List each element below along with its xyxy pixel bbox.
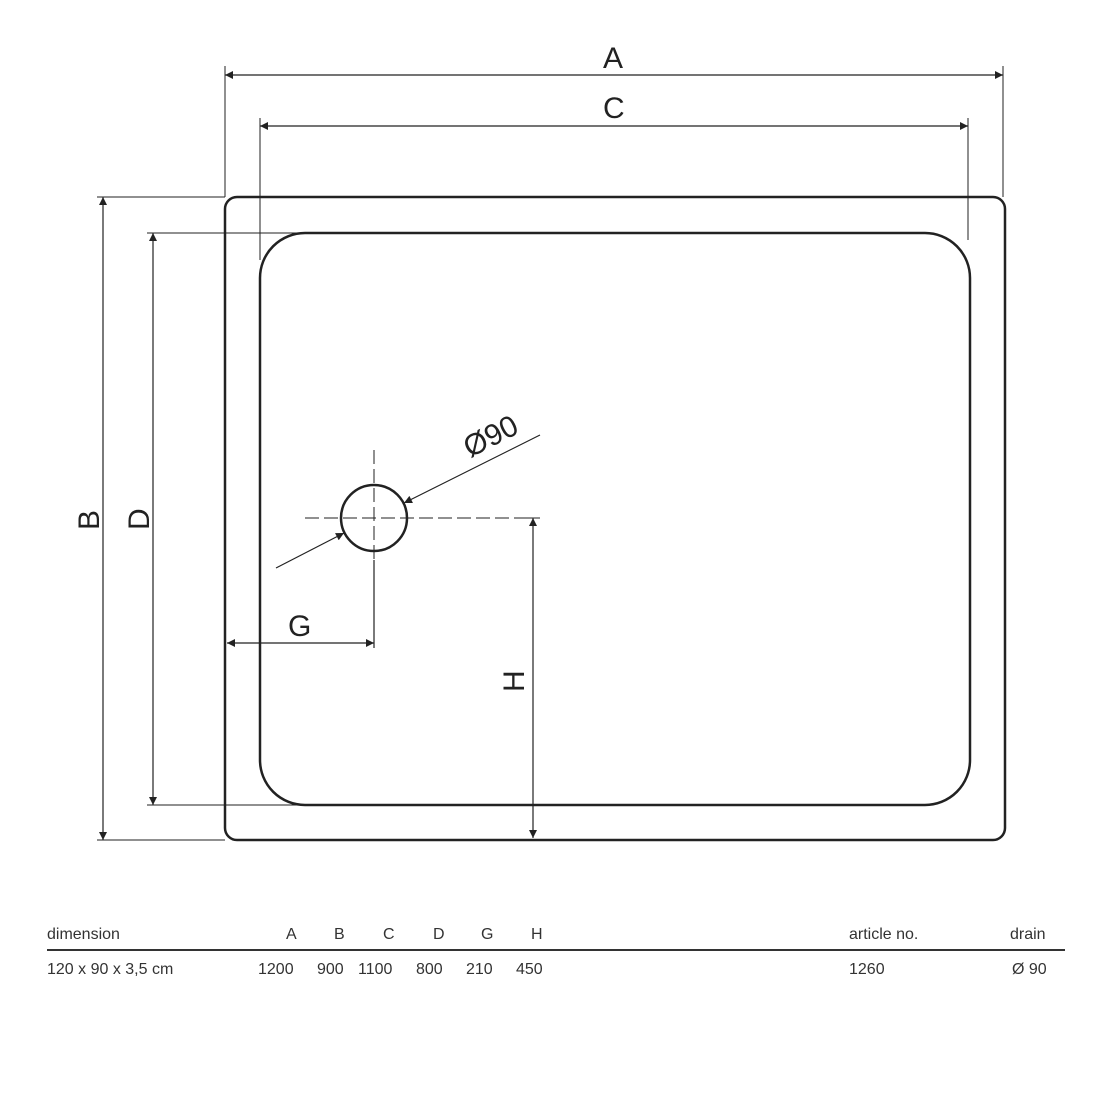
header-d: D — [433, 926, 445, 943]
tray-outer-outline — [223, 195, 1007, 842]
diameter-leader — [275, 532, 345, 569]
header-h: H — [531, 926, 543, 943]
value-drain: Ø 90 — [1012, 961, 1047, 978]
header-a: A — [286, 926, 297, 943]
value-dimension: 120 x 90 x 3,5 cm — [47, 961, 174, 978]
header-c: C — [383, 926, 395, 943]
value-d: 800 — [416, 961, 443, 978]
value-c: 1100 — [358, 961, 393, 978]
value-b: 900 — [317, 961, 344, 978]
value-article: 1260 — [849, 961, 885, 978]
value-h: 450 — [516, 961, 543, 978]
label-c: C — [603, 92, 625, 125]
header-drain: drain — [1010, 926, 1046, 943]
label-g: G — [288, 610, 311, 643]
label-diameter: Ø90 — [458, 409, 524, 464]
header-dimension: dimension — [47, 926, 120, 943]
tray-inner-outline — [258, 231, 972, 807]
label-b: B — [73, 510, 106, 530]
label-h: H — [498, 670, 531, 692]
value-a: 1200 — [258, 961, 294, 978]
header-g: G — [481, 926, 494, 943]
value-g: 210 — [466, 961, 493, 978]
table-divider — [47, 949, 1065, 951]
header-article: article no. — [849, 926, 919, 943]
label-d: D — [123, 508, 156, 530]
header-b: B — [334, 926, 345, 943]
label-a: A — [603, 42, 623, 75]
